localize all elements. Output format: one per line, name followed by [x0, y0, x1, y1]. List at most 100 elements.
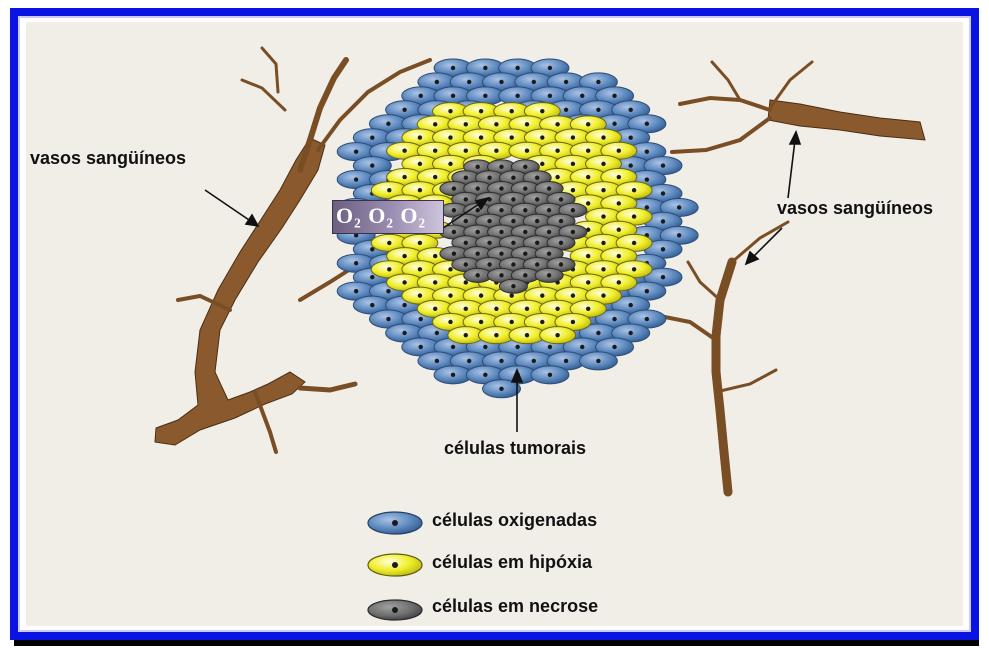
- label-tumor-cells: células tumorais: [444, 438, 586, 459]
- cell-nucleus: [645, 149, 649, 153]
- cell-nucleus: [525, 307, 529, 311]
- cell-nucleus: [535, 176, 539, 180]
- cell-nucleus: [540, 135, 544, 139]
- cell-nucleus: [586, 307, 590, 311]
- cell-nucleus: [617, 175, 621, 179]
- cell-nucleus: [661, 219, 665, 223]
- cell-nucleus: [487, 176, 491, 180]
- cell-nucleus: [617, 201, 621, 205]
- cell-nucleus: [494, 149, 498, 153]
- cell-nucleus: [612, 94, 616, 98]
- cell-nucleus: [451, 94, 455, 98]
- cell-nucleus: [523, 208, 527, 212]
- cell-nucleus: [532, 80, 536, 84]
- cell-nucleus: [499, 186, 503, 190]
- cell-nucleus: [510, 109, 514, 113]
- cell-nucleus: [370, 275, 374, 279]
- cell-nucleus: [535, 219, 539, 223]
- cell-nucleus: [571, 188, 575, 192]
- cell-nucleus: [448, 267, 452, 271]
- cell-nucleus: [559, 241, 563, 245]
- cell-nucleus: [418, 267, 422, 271]
- cell-nucleus: [601, 135, 605, 139]
- cell-nucleus: [559, 262, 563, 266]
- cell-nucleus: [464, 197, 468, 201]
- cell-nucleus: [571, 230, 575, 234]
- cell-nucleus: [601, 293, 605, 297]
- cell-nucleus: [499, 251, 503, 255]
- cell-nucleus: [559, 219, 563, 223]
- cell-nucleus: [586, 201, 590, 205]
- cell-nucleus: [571, 208, 575, 212]
- cell-nucleus: [601, 241, 605, 245]
- cell-nucleus: [448, 135, 452, 139]
- cell-nucleus: [433, 307, 437, 311]
- cell-nucleus: [511, 197, 515, 201]
- cell-nucleus: [547, 208, 551, 212]
- cell-nucleus: [515, 345, 519, 349]
- cell-nucleus: [596, 80, 600, 84]
- cell-nucleus: [632, 267, 636, 271]
- cell-nucleus: [435, 331, 439, 335]
- cell-nucleus: [571, 135, 575, 139]
- cell-nucleus: [483, 66, 487, 70]
- cell-nucleus: [499, 230, 503, 234]
- cell-nucleus: [494, 122, 498, 126]
- cell-nucleus: [629, 163, 633, 167]
- cell-nucleus: [464, 333, 468, 337]
- cell-nucleus: [523, 165, 527, 169]
- cell-nucleus: [661, 275, 665, 279]
- cell-nucleus: [402, 331, 406, 335]
- cell-nucleus: [515, 94, 519, 98]
- cell-nucleus: [580, 94, 584, 98]
- cell-nucleus: [632, 214, 636, 218]
- cell-nucleus: [540, 320, 544, 324]
- cell-nucleus: [402, 149, 406, 153]
- cell-nucleus: [418, 188, 422, 192]
- legend-hypoxia-icon: [368, 554, 422, 576]
- cell-nucleus: [601, 214, 605, 218]
- cell-nucleus: [510, 320, 514, 324]
- cell-nucleus: [548, 345, 552, 349]
- cell-nucleus: [479, 135, 483, 139]
- cell-nucleus: [452, 186, 456, 190]
- cell-nucleus: [645, 317, 649, 321]
- cell-nucleus: [433, 254, 437, 258]
- cell-nucleus: [402, 280, 406, 284]
- cell-nucleus: [452, 208, 456, 212]
- cell-nucleus: [547, 273, 551, 277]
- cell-nucleus: [452, 230, 456, 234]
- cell-nucleus: [523, 230, 527, 234]
- cell-nucleus: [452, 251, 456, 255]
- cell-nucleus: [476, 165, 480, 169]
- cell-nucleus: [586, 254, 590, 258]
- cell-nucleus: [555, 149, 559, 153]
- oxygen-label: O₂ O₂ O₂: [336, 203, 426, 229]
- cell-nucleus: [629, 331, 633, 335]
- cell-nucleus: [571, 293, 575, 297]
- cell-nucleus: [476, 273, 480, 277]
- cell-nucleus: [419, 94, 423, 98]
- cell-nucleus: [586, 280, 590, 284]
- cell-nucleus: [580, 345, 584, 349]
- cell-nucleus: [645, 177, 649, 181]
- cell-nucleus: [571, 320, 575, 324]
- cell-nucleus: [386, 317, 390, 321]
- cell-nucleus: [464, 241, 468, 245]
- cell-nucleus: [617, 149, 621, 153]
- cell-nucleus: [494, 333, 498, 337]
- legend-swatches: [368, 512, 422, 620]
- cell-nucleus: [645, 205, 649, 209]
- cell-nucleus: [402, 175, 406, 179]
- cell-nucleus: [451, 373, 455, 377]
- cell-nucleus: [476, 208, 480, 212]
- cell-nucleus: [523, 273, 527, 277]
- cell-nucleus: [601, 267, 605, 271]
- cell-nucleus: [499, 165, 503, 169]
- cell-nucleus: [354, 289, 358, 293]
- legend-label-hypoxia: células em hipóxia: [432, 552, 592, 573]
- cell-nucleus: [418, 135, 422, 139]
- cell-nucleus: [435, 80, 439, 84]
- cell-nucleus: [548, 373, 552, 377]
